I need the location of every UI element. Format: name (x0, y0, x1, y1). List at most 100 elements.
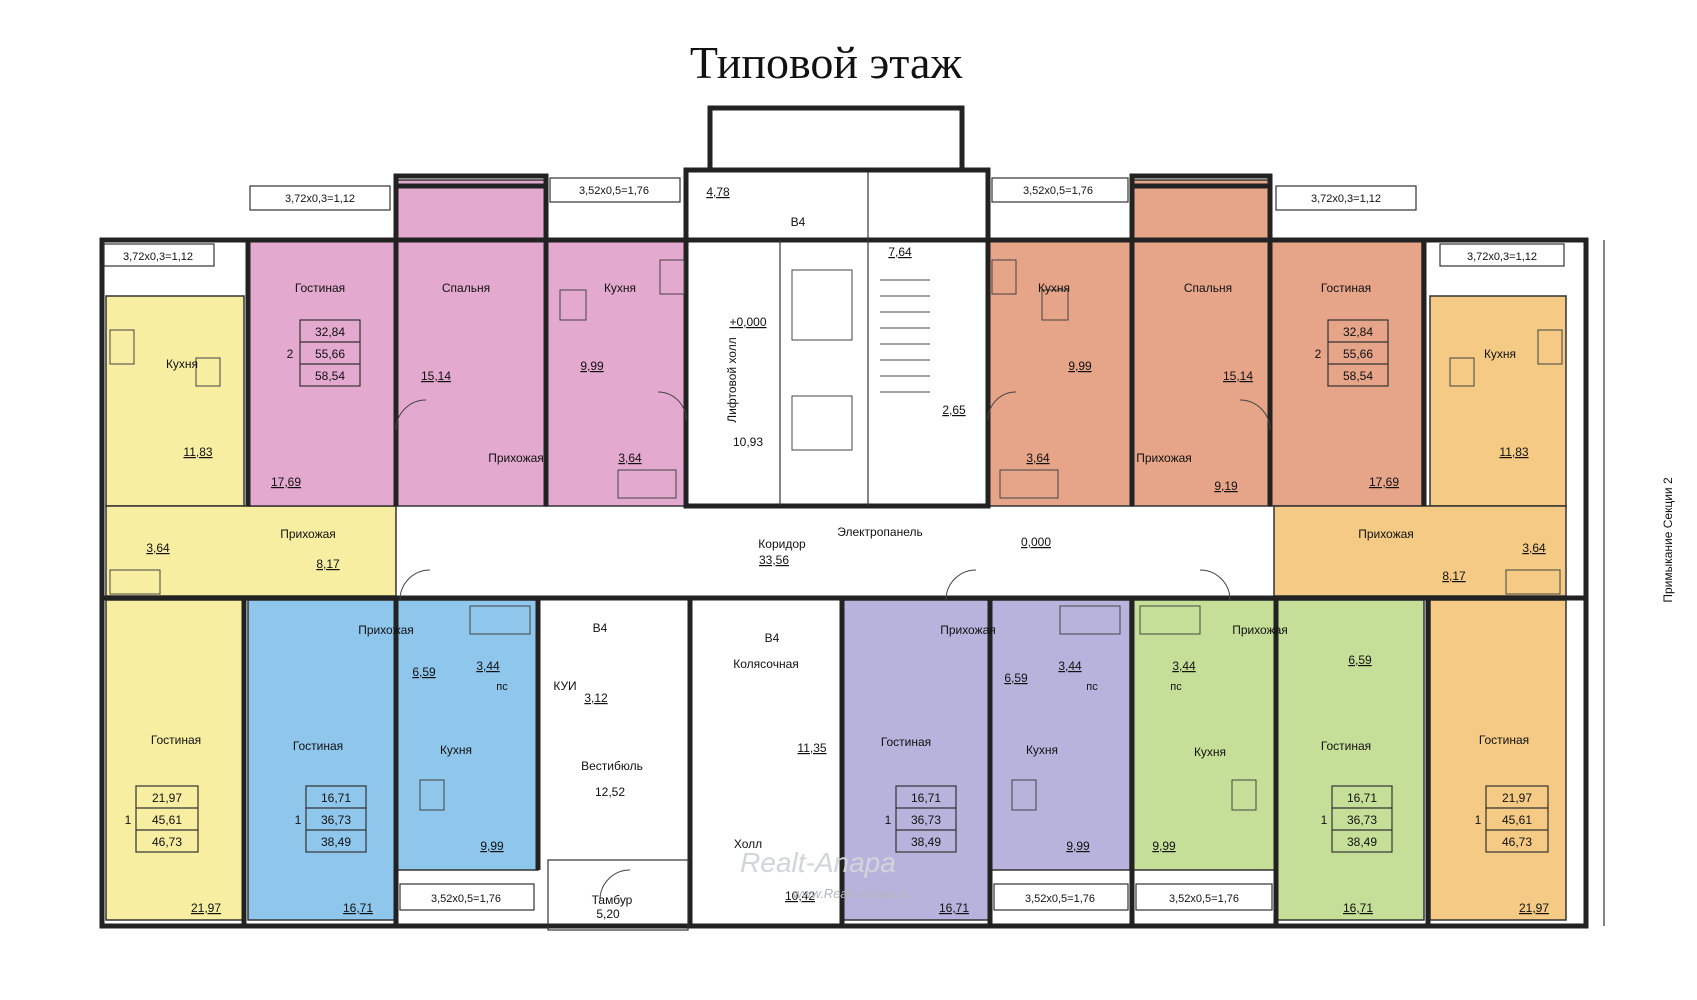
room-area: 3,64 (618, 451, 642, 465)
tambur-wall (547, 859, 689, 931)
room-label: Гостиная (1479, 733, 1529, 747)
apt7-summary: 1 16,71 36,73 38,49 (1321, 785, 1393, 853)
apt6-rooms: 1 (885, 813, 892, 827)
pc-mark: пс (1086, 681, 1098, 693)
room-label: Прихожая (280, 527, 336, 541)
room-label: Гостиная (151, 733, 201, 747)
bathtub-icon (1139, 605, 1201, 635)
room-label: Гостиная (881, 735, 931, 749)
loggia-area: 3,52х0,5=1,76 (1023, 185, 1093, 197)
bathtub-icon (469, 605, 531, 635)
door-icon (657, 391, 687, 421)
room-area: 9,99 (480, 839, 504, 853)
apartment-fills (105, 179, 1567, 921)
room-label: Прихожая (1358, 527, 1414, 541)
stroller-room-label: Колясочная (733, 657, 799, 671)
apt1-living-fill (105, 599, 245, 921)
room-label: Прихожая (1232, 623, 1288, 637)
table-icon (195, 357, 221, 387)
b4-label: В4 (765, 631, 780, 645)
apt6-kitchen-fill (989, 599, 1131, 871)
apt5-full: 38,49 (321, 835, 351, 849)
room-area: 21,97 (191, 901, 221, 915)
loggia-labels: 3,72х0,3=1,12 3,72х0,3=1,12 3,52х0,5=1,7… (123, 185, 1537, 905)
apt2-kitchen-fill (545, 239, 687, 507)
loggia (993, 883, 1129, 911)
room-label: Кухня (1038, 281, 1070, 295)
room-label: Прихожая (488, 451, 544, 465)
apt7-total: 36,73 (1347, 813, 1377, 827)
apt1-full: 46,73 (152, 835, 182, 849)
room-label: Кухня (604, 281, 636, 295)
lift-hall-label: Лифтовой холл (725, 337, 739, 422)
apt6-full: 38,49 (911, 835, 941, 849)
apt5-living-fill (247, 599, 397, 921)
room-label: Гостиная (1321, 739, 1371, 753)
room-label: Гостиная (293, 739, 343, 753)
electro-panel-label: Электропанель (837, 525, 922, 539)
apt1-living: 21,97 (152, 791, 182, 805)
door-icon (1239, 399, 1271, 431)
room-area: 9,19 (1214, 479, 1238, 493)
apt3-rooms: 2 (1315, 347, 1322, 361)
stair-area: 7,64 (888, 245, 912, 259)
apt6-total: 36,73 (911, 813, 941, 827)
elevator-icon (791, 269, 853, 341)
table-icon (1041, 289, 1069, 321)
fixtures (109, 259, 1563, 901)
loggia-area: 3,52х0,5=1,76 (1025, 893, 1095, 905)
room-label: Гостиная (295, 281, 345, 295)
b4-label: В4 (791, 215, 806, 229)
room-area: 21,97 (1519, 901, 1549, 915)
apt6-summary: 1 16,71 36,73 38,49 (885, 785, 957, 853)
loggia-area: 3,52х0,5=1,76 (431, 893, 501, 905)
apt7-full: 38,49 (1347, 835, 1377, 849)
loggia-area: 3,72х0,3=1,12 (1311, 193, 1381, 205)
room-labels: Кухня 11,83 3,64 Прихожая 8,17 Гостиная … (146, 281, 1549, 915)
room-label: Кухня (1194, 745, 1226, 759)
loggia-area: 3,72х0,3=1,12 (123, 251, 193, 263)
walls (99, 105, 1589, 931)
core-labels: Лифтовой холл +0,000 10,93 4,78 7,64 2,6… (553, 185, 1051, 921)
apt6-living-fill (841, 599, 991, 921)
corridor-area: 33,56 (759, 553, 789, 567)
table-icon (1231, 779, 1257, 811)
door-icon (399, 569, 431, 601)
apt1-hall-fill (105, 505, 397, 597)
apt5-rooms: 1 (295, 813, 302, 827)
loggia (549, 177, 681, 203)
room-area: 11,83 (1499, 445, 1528, 459)
level-mark: +0,000 (729, 315, 766, 329)
door-icon (395, 399, 427, 431)
corridor-label: Коридор (758, 537, 806, 551)
bathtub-icon (1505, 569, 1561, 595)
loggias (103, 177, 1565, 911)
tambur-label: Тамбур (592, 893, 633, 907)
apt2-summary: 2 32,84 55,66 58,54 (287, 319, 361, 387)
stair-area-top: 4,78 (706, 185, 730, 199)
room-area: 3,44 (476, 659, 500, 673)
loggia (1439, 243, 1565, 267)
loggia (103, 243, 215, 267)
apt4-kitchen-fill (1429, 295, 1567, 507)
room-area: 15,14 (421, 369, 451, 383)
stove-icon (659, 259, 685, 295)
room-area: 6,59 (412, 665, 436, 679)
pc-marks: пс пс пс (496, 681, 1182, 693)
stroller-room-area: 11,35 (797, 741, 826, 755)
apt5-living: 16,71 (321, 791, 351, 805)
room-label: Кухня (166, 357, 198, 371)
room-area: 9,99 (580, 359, 604, 373)
apt6-living: 16,71 (911, 791, 941, 805)
loggia (1275, 185, 1417, 211)
room-area: 9,99 (1068, 359, 1092, 373)
apt4-total: 45,61 (1502, 813, 1532, 827)
table-icon (1011, 779, 1037, 811)
wall (1129, 173, 1273, 189)
apt2-full: 58,54 (315, 369, 345, 383)
bathtub-icon (617, 469, 677, 499)
room-label: Гостиная (1321, 281, 1371, 295)
apt2-living: 32,84 (315, 325, 345, 339)
apt4-hall-fill (1273, 505, 1567, 597)
